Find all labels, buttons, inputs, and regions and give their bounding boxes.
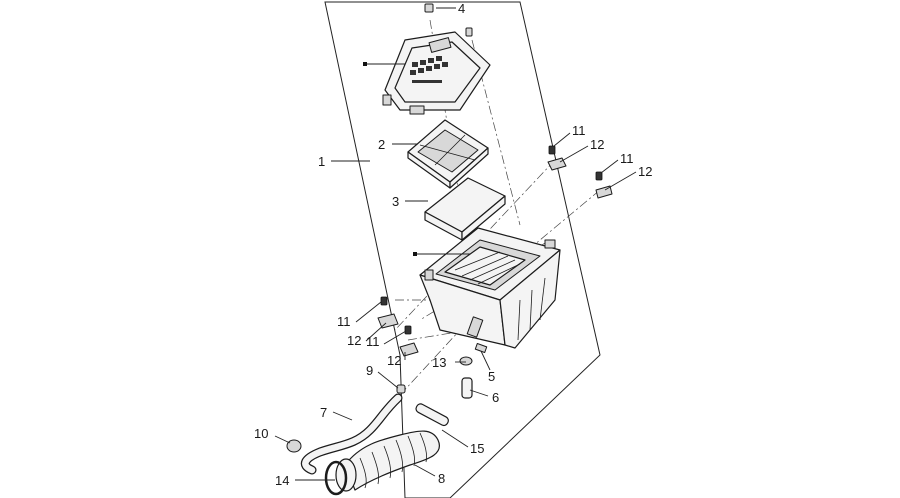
- callout-9: 9: [366, 363, 373, 378]
- hose-clamp-14: [324, 460, 348, 496]
- air-filter-cover: [382, 31, 491, 115]
- callout-11-lower: 11: [366, 334, 380, 349]
- callout-14: 14: [275, 473, 289, 488]
- callout-labels: 1 2 3 4 5 6 7 8 9 10 11 12 11 12 11 12 1…: [254, 1, 652, 488]
- callout-11-left: 11: [337, 314, 351, 329]
- clip-set-left: [377, 296, 419, 357]
- callout-10: 10: [254, 426, 268, 441]
- plug-10: [286, 439, 302, 453]
- callout-2: 2: [378, 137, 385, 152]
- clamp-15: [415, 403, 449, 427]
- airbox-body: [419, 227, 561, 349]
- leader-lines: [274, 7, 637, 481]
- callout-13: 13: [432, 355, 446, 370]
- filter-element-3: [424, 177, 506, 241]
- fitting-5: [474, 342, 488, 354]
- callout-6: 6: [492, 390, 499, 405]
- callout-4: 4: [458, 1, 465, 16]
- callout-11-upper: 11: [572, 123, 586, 138]
- breather-hose-7: [300, 393, 403, 475]
- callout-8: 8: [438, 471, 445, 486]
- drain-cap-6: [461, 377, 473, 399]
- callout-12-right: 12: [638, 164, 652, 179]
- marker-square: [413, 252, 417, 256]
- assembly-outline: [324, 1, 601, 498]
- clamp-9: [396, 384, 406, 394]
- callout-12-left: 12: [347, 333, 361, 348]
- callout-7: 7: [320, 405, 327, 420]
- callout-12-upper: 12: [590, 137, 604, 152]
- marker-square: [363, 62, 367, 66]
- callout-15: 15: [470, 441, 484, 456]
- callout-1: 1: [318, 154, 325, 169]
- filter-frame-2: [407, 119, 489, 189]
- callout-12-lower: 12: [387, 353, 401, 368]
- callout-3: 3: [392, 194, 399, 209]
- clamp-13: [459, 356, 473, 366]
- screw-4: [424, 3, 473, 37]
- callout-5: 5: [488, 369, 495, 384]
- callout-11-right: 11: [620, 151, 634, 166]
